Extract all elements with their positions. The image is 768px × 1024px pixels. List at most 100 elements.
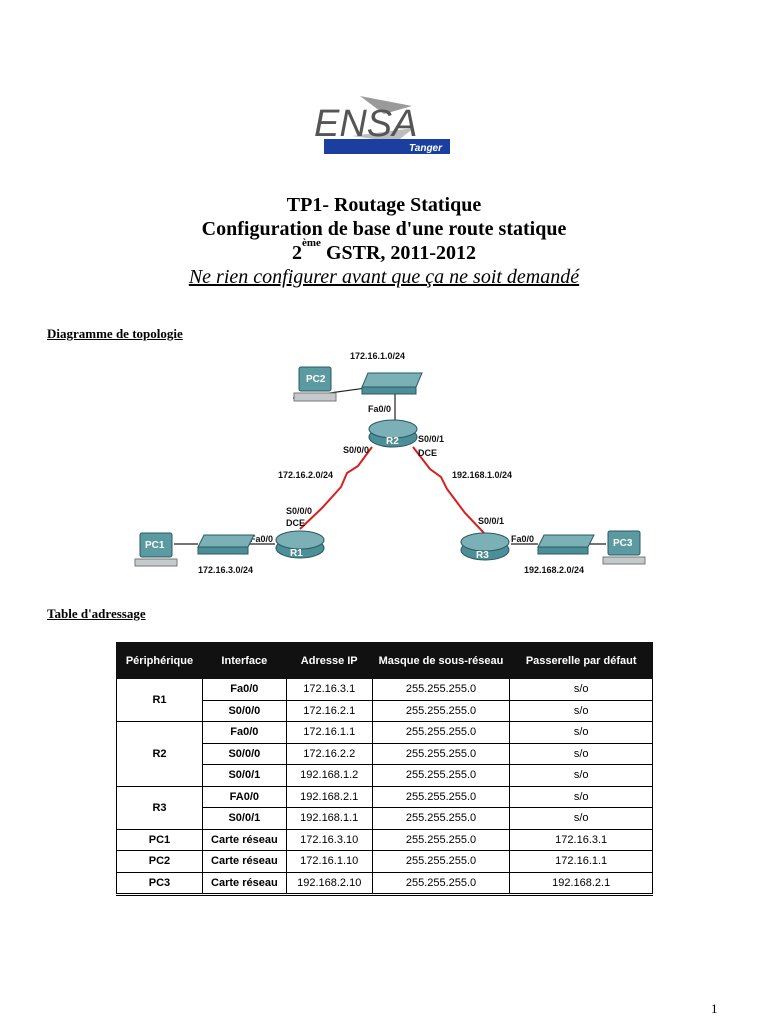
device-cell: PC1 xyxy=(116,828,203,851)
device-cell: R3 xyxy=(116,785,203,830)
net-bottom-left-label: 172.16.3.0/24 xyxy=(198,565,253,575)
topology-diagram: PC2 172.16.1.0/24 Fa0/0 R2 S0/0/0 S0/0/1… xyxy=(100,345,660,585)
mask-cell: 255.255.255.0 xyxy=(371,871,511,896)
interface-cell: FA0/0 xyxy=(201,785,287,808)
header-ip: Adresse IP xyxy=(285,642,373,679)
pc2-icon: PC2 xyxy=(293,366,337,402)
mask-cell: 255.255.255.0 xyxy=(371,742,511,765)
gateway-cell: 172.16.3.1 xyxy=(509,828,653,851)
warning-note: Ne rien configurer avant que ça ne soit … xyxy=(188,266,580,288)
ip-cell: 172.16.2.2 xyxy=(285,742,373,765)
r3-router-icon: R3 xyxy=(460,532,510,561)
ip-cell: 172.16.1.10 xyxy=(285,850,373,873)
doc-subtitle: Configuration de base d'une route statiq… xyxy=(201,218,567,240)
interface-cell: S0/0/0 xyxy=(201,699,287,722)
pc1-icon: PC1 xyxy=(134,532,178,567)
gateway-cell: s/o xyxy=(509,699,653,722)
device-cell: PC3 xyxy=(116,871,203,896)
r3-fa-label: Fa0/0 xyxy=(511,534,534,544)
logo-swoosh-lower xyxy=(352,128,414,142)
interface-cell: Carte réseau xyxy=(201,828,287,851)
pc2-label: PC2 xyxy=(306,374,326,385)
gateway-cell: s/o xyxy=(509,785,653,808)
mask-cell: 255.255.255.0 xyxy=(371,699,511,722)
ip-cell: 172.16.2.1 xyxy=(285,699,373,722)
left-switch-icon xyxy=(197,534,255,555)
device-cell: R2 xyxy=(116,721,203,787)
interface-cell: Fa0/0 xyxy=(201,721,287,744)
logo-text: ENSA xyxy=(314,103,417,145)
ip-cell: 192.168.2.1 xyxy=(285,785,373,808)
r1-fa-label: Fa0/0 xyxy=(250,534,273,544)
net-top-label: 172.16.1.0/24 xyxy=(350,351,405,361)
ip-cell: 192.168.2.10 xyxy=(285,871,373,896)
ensa-logo: ENSA Tanger xyxy=(312,92,457,158)
gateway-cell: 192.168.2.1 xyxy=(509,871,653,896)
table-row: PC1 Carte réseau 172.16.3.10 255.255.255… xyxy=(116,828,653,851)
gateway-cell: s/o xyxy=(509,764,653,787)
device-cell: PC2 xyxy=(116,850,203,873)
interface-cell: S0/0/0 xyxy=(201,742,287,765)
interface-cell: Carte réseau xyxy=(201,850,287,873)
gateway-cell: s/o xyxy=(509,721,653,744)
class-number: 2 xyxy=(292,242,303,264)
interface-cell: Fa0/0 xyxy=(201,678,287,701)
net-bottom-right-label: 192.168.2.0/24 xyxy=(524,565,584,575)
net-left-serial-label: 172.16.2.0/24 xyxy=(278,470,333,480)
table-header-row: Périphérique Interface Adresse IP Masque… xyxy=(116,642,653,679)
class-ordinal: ème xyxy=(302,237,321,249)
r3-s001-label: S0/0/1 xyxy=(478,516,504,526)
mask-cell: 255.255.255.0 xyxy=(371,850,511,873)
ip-cell: 192.168.1.2 xyxy=(285,764,373,787)
gateway-cell: s/o xyxy=(509,807,653,830)
table-row: PC3 Carte réseau 192.168.2.10 255.255.25… xyxy=(116,871,653,896)
gateway-cell: 172.16.1.1 xyxy=(509,850,653,873)
ip-cell: 172.16.3.1 xyxy=(285,678,373,701)
right-switch-icon xyxy=(537,534,595,555)
header-mask: Masque de sous-réseau xyxy=(371,642,511,679)
mask-cell: 255.255.255.0 xyxy=(371,828,511,851)
r1-dce-label: DCE xyxy=(286,518,305,528)
header-interface: Interface xyxy=(201,642,287,679)
r1-router-icon: R1 xyxy=(275,530,325,559)
serial-link-r1-r2 xyxy=(299,446,373,530)
pc1-label: PC1 xyxy=(145,540,165,551)
header-device: Périphérique xyxy=(116,642,203,679)
r2-s000-label: S0/0/0 xyxy=(343,445,369,455)
class-name-year: GSTR, 2011-2012 xyxy=(320,242,476,264)
table-row: S0/0/0 172.16.2.1 255.255.255.0 s/o xyxy=(117,699,653,722)
pc3-label: PC3 xyxy=(613,538,633,549)
r1-label: R1 xyxy=(290,548,303,559)
mask-cell: 255.255.255.0 xyxy=(371,807,511,830)
r2-s001-label: S0/0/1 xyxy=(418,434,444,444)
ip-cell: 192.168.1.1 xyxy=(285,807,373,830)
table-row: R2 Fa0/0 172.16.1.1 255.255.255.0 s/o xyxy=(116,721,653,787)
doc-title: TP1- Routage Statique xyxy=(286,194,482,216)
mask-cell: 255.255.255.0 xyxy=(371,764,511,787)
doc-class-line: 2ème GSTR, 2011-2012 xyxy=(0,238,768,265)
ip-cell: 172.16.3.10 xyxy=(285,828,373,851)
title-block: TP1- Routage Statique Configuration de b… xyxy=(0,193,768,289)
interface-cell: S0/0/1 xyxy=(201,807,287,830)
table-row: S0/0/1 192.168.1.1 255.255.255.0 s/o xyxy=(117,807,653,830)
r2-label: R2 xyxy=(386,436,399,447)
interface-cell: Carte réseau xyxy=(201,871,287,896)
header-gateway: Passerelle par défaut xyxy=(509,642,653,679)
table-row: R1 Fa0/0 172.16.3.1 255.255.255.0 s/o xyxy=(116,678,653,722)
interface-cell: S0/0/1 xyxy=(201,764,287,787)
table-row: S0/0/1 192.168.1.2 255.255.255.0 s/o xyxy=(117,764,653,787)
pc3-icon: PC3 xyxy=(602,530,646,565)
device-cell: R1 xyxy=(116,678,203,722)
r2-fa-label: Fa0/0 xyxy=(368,404,391,414)
net-right-serial-label: 192.168.1.0/24 xyxy=(452,470,512,480)
table-row: R3 FA0/0 192.168.2.1 255.255.255.0 s/o xyxy=(116,785,653,830)
gateway-cell: s/o xyxy=(509,678,653,701)
address-table: Périphérique Interface Adresse IP Masque… xyxy=(116,642,653,896)
logo-bar xyxy=(324,139,450,154)
page-number: 1 xyxy=(711,1001,718,1016)
top-switch-icon xyxy=(361,372,423,395)
r2-dce-label: DCE xyxy=(418,448,437,458)
r3-label: R3 xyxy=(476,550,489,561)
serial-link-r2-r3 xyxy=(412,446,485,534)
r2-router-icon: R2 xyxy=(368,419,418,448)
